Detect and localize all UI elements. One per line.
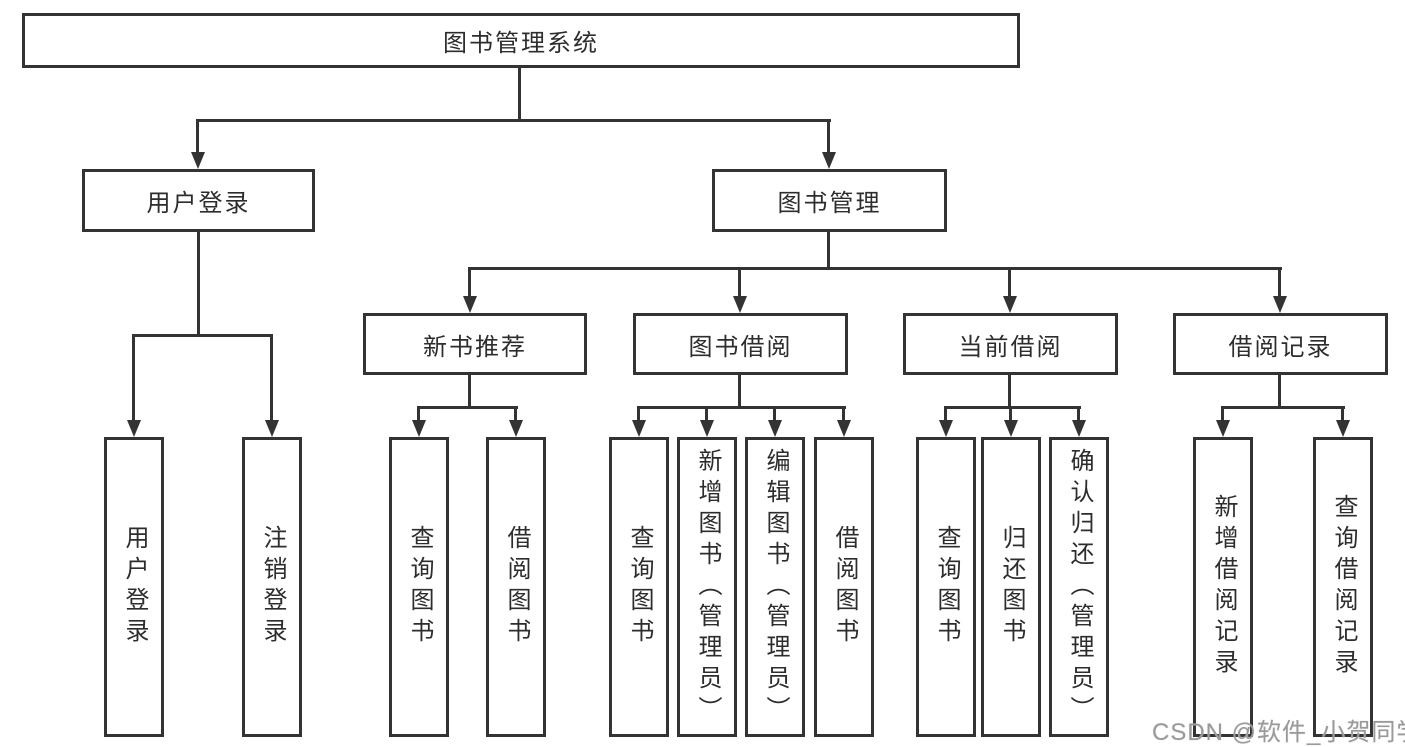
leaf-label: 借阅图书 (831, 525, 858, 649)
connector-group-stem (468, 372, 471, 409)
node-book-borrow: 图书借阅 (633, 313, 848, 375)
leaf-newbook-query-book: 查询图书 (389, 437, 449, 737)
connector-leaf-stem (514, 406, 517, 426)
connector-leaf-stem (417, 406, 420, 426)
connector-group-stem (1278, 372, 1281, 409)
connector-leaf-stem (132, 334, 135, 426)
connector-leaf-stem (270, 334, 273, 426)
arrow-down-icon (768, 420, 782, 437)
connector-leaf-stem (1341, 406, 1344, 426)
leaf-label: 注销登录 (259, 525, 286, 649)
leaf-label: 借阅图书 (503, 525, 530, 649)
arrow-down-icon (127, 420, 141, 437)
connector-book-mgmt-stem (827, 119, 830, 157)
connector-l3-stem (1008, 267, 1011, 302)
arrow-down-icon (1072, 420, 1086, 437)
arrow-down-icon (265, 420, 279, 437)
node-new-book-recommend: 新书推荐 (363, 313, 587, 375)
arrow-down-icon (1003, 296, 1017, 313)
connector-group-rail (1222, 406, 1345, 409)
leaf-current-query-book: 查询图书 (916, 437, 976, 737)
leaf-logout: 注销登录 (242, 437, 302, 737)
connector-user-login-down (197, 231, 200, 337)
leaf-label: 归还图书 (998, 525, 1025, 649)
arrow-down-icon (1216, 420, 1230, 437)
leaf-label: 查询图书 (933, 525, 960, 649)
connector-group-rail (945, 406, 1081, 409)
connector-l3-stem (1278, 267, 1281, 302)
leaf-label: 用户登录 (121, 525, 148, 649)
arrow-down-icon (939, 420, 953, 437)
node-root-label: 图书管理系统 (443, 30, 599, 57)
connector-group-rail (418, 406, 518, 409)
connector-leaf-stem (637, 406, 640, 426)
connector-user-login-rail (133, 334, 273, 337)
arrow-down-icon (412, 420, 426, 437)
leaf-label: 新增图书（管理员） (694, 447, 721, 727)
connector-leaf-stem (705, 406, 708, 426)
connector-root-stem (518, 66, 521, 121)
node-book-management-label: 图书管理 (777, 190, 882, 217)
node-borrow-record-label: 借阅记录 (1228, 333, 1333, 361)
leaf-record-query-borrow-record: 查询借阅记录 (1313, 437, 1373, 737)
connector-group-stem (738, 372, 741, 409)
connector-leaf-stem (842, 406, 845, 426)
arrow-down-icon (191, 152, 205, 169)
arrow-down-icon (1336, 420, 1350, 437)
connector-leaf-stem (1009, 406, 1012, 426)
node-book-management: 图书管理 (712, 169, 947, 232)
watermark: CSDN @软件_小贺同学 (1152, 719, 1405, 746)
node-borrow-record: 借阅记录 (1173, 313, 1388, 375)
leaf-current-return-book: 归还图书 (981, 437, 1041, 737)
leaf-borrow-edit-book-admin: 编辑图书（管理员） (745, 437, 805, 737)
connector-group-rail (638, 406, 846, 409)
connector-l3-stem (738, 267, 741, 302)
leaf-label: 查询图书 (626, 525, 653, 649)
arrow-down-icon (822, 152, 836, 169)
arrow-down-icon (463, 296, 477, 313)
connector-root-rail (197, 119, 831, 122)
leaf-label: 查询借阅记录 (1330, 494, 1357, 680)
connector-book-mgmt-rail (469, 267, 1282, 270)
leaf-borrow-query-book: 查询图书 (609, 437, 669, 737)
leaf-label: 编辑图书（管理员） (762, 447, 789, 727)
arrow-down-icon (700, 420, 714, 437)
node-user-login: 用户登录 (82, 169, 315, 232)
leaf-label: 确认归还（管理员） (1066, 447, 1093, 727)
leaf-label: 查询图书 (406, 525, 433, 649)
arrow-down-icon (733, 296, 747, 313)
arrow-down-icon (509, 420, 523, 437)
node-new-book-recommend-label: 新书推荐 (423, 333, 527, 361)
leaf-borrow-add-book-admin: 新增图书（管理员） (677, 437, 737, 737)
arrow-down-icon (837, 420, 851, 437)
connector-leaf-stem (1077, 406, 1080, 426)
leaf-current-confirm-return-admin: 确认归还（管理员） (1049, 437, 1109, 737)
leaf-label: 新增借阅记录 (1210, 494, 1237, 680)
node-current-borrow: 当前借阅 (903, 313, 1118, 375)
node-current-borrow-label: 当前借阅 (958, 333, 1063, 361)
node-root: 图书管理系统 (22, 13, 1020, 68)
connector-l3-stem (468, 267, 471, 302)
arrow-down-icon (1273, 296, 1287, 313)
connector-book-mgmt-down (827, 231, 830, 270)
arrow-down-icon (632, 420, 646, 437)
arrow-down-icon (1004, 420, 1018, 437)
leaf-user-login: 用户登录 (104, 437, 164, 737)
connector-leaf-stem (944, 406, 947, 426)
connector-leaf-stem (1221, 406, 1224, 426)
connector-group-stem (1008, 372, 1011, 409)
leaf-borrow-borrow-book: 借阅图书 (814, 437, 874, 737)
leaf-newbook-borrow-book: 借阅图书 (486, 437, 546, 737)
connector-leaf-stem (773, 406, 776, 426)
node-book-borrow-label: 图书借阅 (688, 333, 793, 361)
node-user-login-label: 用户登录 (146, 190, 251, 217)
leaf-record-add-borrow-record: 新增借阅记录 (1193, 437, 1253, 737)
connector-user-login-stem (196, 119, 199, 157)
